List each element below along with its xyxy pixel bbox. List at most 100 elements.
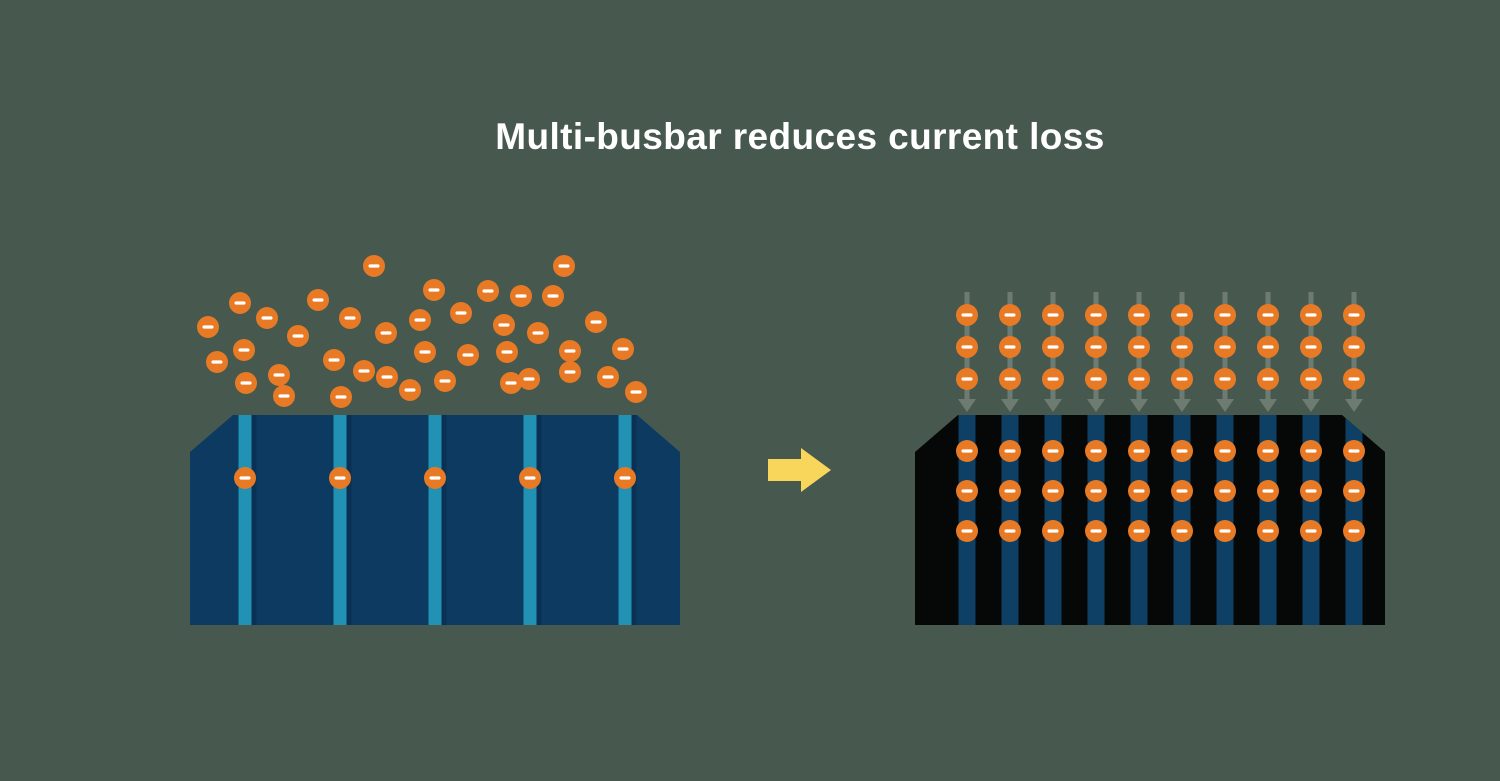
electron: [597, 366, 619, 388]
busbar-shadow: [346, 415, 352, 625]
arrow-down-icon: [1259, 399, 1277, 412]
electron: [1128, 520, 1150, 542]
minus-icon: [515, 294, 527, 298]
minus-icon: [961, 345, 973, 349]
electron: [1085, 304, 1107, 326]
electron: [585, 311, 607, 333]
electron: [233, 339, 255, 361]
minus-icon: [1090, 529, 1102, 533]
minus-icon: [428, 288, 440, 292]
electron: [424, 467, 446, 489]
electron: [1171, 520, 1193, 542]
minus-icon: [523, 377, 535, 381]
minus-icon: [1305, 313, 1317, 317]
arrow-down-icon: [1216, 399, 1234, 412]
electron: [519, 467, 541, 489]
electron: [1257, 440, 1279, 462]
minus-icon: [414, 318, 426, 322]
minus-icon: [1004, 313, 1016, 317]
electron: [1171, 336, 1193, 358]
electron: [1171, 480, 1193, 502]
minus-icon: [619, 476, 631, 480]
busbar: [333, 415, 347, 625]
electron: [542, 285, 564, 307]
electron: [434, 370, 456, 392]
diagram-title: Multi-busbar reduces current loss: [495, 116, 1105, 157]
busbar-shadow: [251, 415, 257, 625]
minus-icon: [602, 375, 614, 379]
minus-icon: [961, 529, 973, 533]
flow-column: [1343, 292, 1365, 412]
electron: [1042, 520, 1064, 542]
minus-icon: [564, 349, 576, 353]
minus-icon: [547, 294, 559, 298]
minus-icon: [1004, 449, 1016, 453]
electron: [493, 314, 515, 336]
electron: [1300, 368, 1322, 390]
minus-icon: [381, 375, 393, 379]
electron: [1128, 440, 1150, 462]
minus-icon: [1305, 345, 1317, 349]
minus-icon: [1262, 345, 1274, 349]
busbar: [523, 415, 537, 625]
electron: [1257, 304, 1279, 326]
electron: [559, 340, 581, 362]
electron: [1300, 480, 1322, 502]
minus-icon: [1004, 489, 1016, 493]
electron: [1343, 480, 1365, 502]
minus-icon: [630, 390, 642, 394]
minus-icon: [1133, 345, 1145, 349]
electron: [375, 322, 397, 344]
electron: [999, 440, 1021, 462]
electron: [999, 304, 1021, 326]
busbar: [238, 415, 252, 625]
electron: [409, 309, 431, 331]
electron: [1257, 480, 1279, 502]
minus-icon: [462, 353, 474, 357]
minus-icon: [439, 379, 451, 383]
minus-icon: [419, 350, 431, 354]
minus-icon: [1004, 529, 1016, 533]
flow-column: [1171, 292, 1193, 412]
electron: [1343, 440, 1365, 462]
electron: [496, 341, 518, 363]
electron: [625, 381, 647, 403]
minus-icon: [239, 476, 251, 480]
minus-icon: [1004, 377, 1016, 381]
minus-icon: [202, 325, 214, 329]
electron: [1343, 368, 1365, 390]
electron: [999, 520, 1021, 542]
electron: [1171, 368, 1193, 390]
minus-icon: [335, 395, 347, 399]
minus-icon: [404, 388, 416, 392]
minus-icon: [1219, 489, 1231, 493]
electron: [376, 366, 398, 388]
electron: [1042, 440, 1064, 462]
minus-icon: [961, 313, 973, 317]
electron: [197, 316, 219, 338]
minus-icon: [961, 489, 973, 493]
minus-icon: [532, 331, 544, 335]
electron: [612, 338, 634, 360]
minus-icon: [961, 449, 973, 453]
minus-icon: [358, 369, 370, 373]
minus-icon: [292, 334, 304, 338]
electron: [1214, 336, 1236, 358]
electron: [1214, 440, 1236, 462]
minus-icon: [1090, 345, 1102, 349]
minus-icon: [211, 360, 223, 364]
minus-icon: [273, 373, 285, 377]
electron: [1214, 304, 1236, 326]
minus-icon: [482, 289, 494, 293]
electron: [956, 304, 978, 326]
minus-icon: [564, 370, 576, 374]
minus-icon: [1219, 345, 1231, 349]
arrow-down-icon: [1173, 399, 1191, 412]
minus-icon: [1176, 529, 1188, 533]
electron: [457, 344, 479, 366]
electron: [614, 467, 636, 489]
minus-icon: [380, 331, 392, 335]
minus-icon: [1305, 489, 1317, 493]
scattered-electron-cloud: [197, 255, 647, 408]
